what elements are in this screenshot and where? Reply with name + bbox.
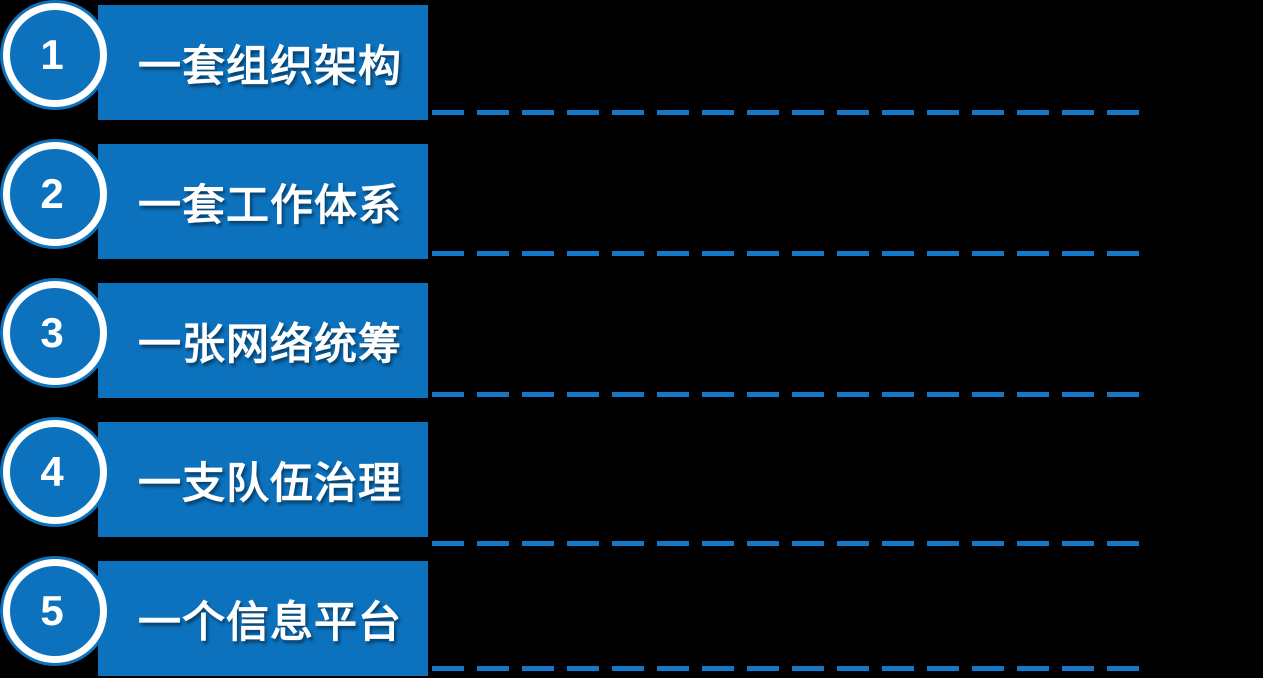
step-label-bar: 一张网络统筹 — [98, 283, 428, 398]
step-label-bar: 一支队伍治理 — [98, 422, 428, 537]
step-number: 5 — [40, 587, 64, 634]
step-label: 一套工作体系 — [138, 181, 402, 230]
step-number: 3 — [40, 309, 64, 356]
step-row-4: 一支队伍治理 4 — [0, 420, 1263, 561]
step-label: 一个信息平台 — [138, 598, 402, 647]
step-number-badge: 5 — [3, 559, 107, 663]
step-row-5: 一个信息平台 5 — [0, 559, 1263, 678]
dashed-connector-line — [432, 541, 1142, 546]
step-label-bar: 一套组织架构 — [98, 5, 428, 120]
dashed-connector-line — [432, 666, 1142, 671]
step-label: 一张网络统筹 — [138, 320, 402, 369]
step-label: 一套组织架构 — [138, 42, 402, 91]
step-number-badge: 2 — [3, 142, 107, 246]
step-label-bar: 一套工作体系 — [98, 144, 428, 259]
dashed-connector-line — [432, 110, 1142, 115]
dashed-connector-line — [432, 251, 1142, 256]
step-number-badge: 1 — [3, 3, 107, 107]
step-label-bar: 一个信息平台 — [98, 561, 428, 676]
step-number: 4 — [40, 448, 64, 495]
step-row-1: 一套组织架构 1 — [0, 3, 1263, 144]
step-label: 一支队伍治理 — [138, 459, 402, 508]
step-row-2: 一套工作体系 2 — [0, 142, 1263, 283]
step-number-badge: 4 — [3, 420, 107, 524]
step-number: 2 — [40, 170, 64, 217]
step-number: 1 — [40, 31, 64, 78]
step-number-badge: 3 — [3, 281, 107, 385]
step-row-3: 一张网络统筹 3 — [0, 281, 1263, 422]
dashed-connector-line — [432, 392, 1142, 397]
